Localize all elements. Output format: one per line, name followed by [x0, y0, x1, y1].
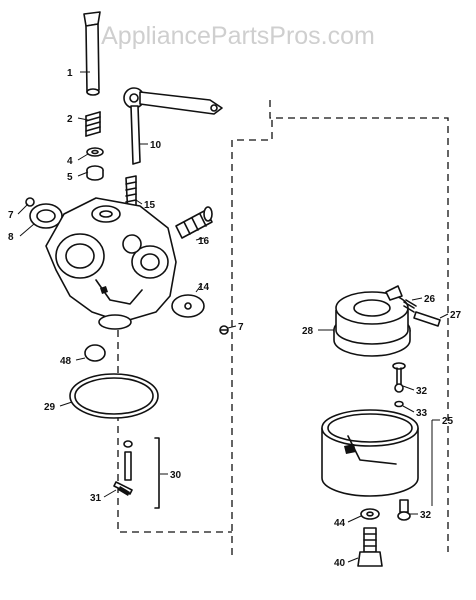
part-4-washer: [86, 147, 104, 157]
callout-32-upper: 32: [416, 386, 428, 397]
part-7-screw-lower: [219, 325, 229, 335]
callout-7-upper: 7: [8, 210, 14, 221]
watermark-text: AppliancePartsPros.com: [101, 22, 375, 50]
callout-28: 28: [302, 326, 314, 337]
part-32-washer-upper: [392, 362, 406, 393]
part-1-throttle-rod: [83, 11, 101, 96]
callout-31: 31: [90, 493, 102, 504]
part-14-choke-plate: [171, 294, 205, 318]
part-44-gasket-washer: [360, 508, 380, 520]
callout-8: 8: [8, 232, 14, 243]
callout-10: 10: [150, 140, 162, 151]
callout-27: 27: [450, 310, 462, 321]
callout-30: 30: [170, 470, 182, 481]
callout-48: 48: [60, 356, 72, 367]
callout-5: 5: [67, 172, 73, 183]
callout-32-lower: 32: [420, 510, 432, 521]
part-16-fitting: [175, 206, 213, 239]
leader-lines: [17, 71, 449, 563]
callout-14: 14: [198, 282, 210, 293]
part-29-gasket: [69, 373, 159, 419]
part-28-collar: [333, 285, 411, 357]
part-27-rod: [413, 311, 441, 327]
part-32-screw-lower: [397, 499, 411, 521]
part-30-needle-valve: [123, 437, 160, 509]
part-2-spring: [85, 111, 101, 137]
callout-33: 33: [416, 408, 428, 419]
part-31-clip: [113, 481, 133, 496]
part-48-plug: [84, 344, 106, 362]
callout-7-lower: 7: [238, 322, 244, 333]
callout-26: 26: [424, 294, 436, 305]
part-8-plate: [29, 203, 63, 229]
part-26-pin: [403, 299, 417, 313]
callout-15: 15: [144, 200, 156, 211]
callout-16: 16: [198, 236, 210, 247]
callout-2: 2: [67, 114, 73, 125]
callout-4: 4: [67, 156, 73, 167]
assembly-dashed-lines: [117, 100, 449, 560]
callout-labels: 1 2 4 5 7 8 10 15 16 14 7 48 29 30 31 26…: [8, 68, 462, 569]
part-25-float-bowl: [321, 409, 419, 497]
part-5-seal: [86, 165, 104, 181]
part-10-throttle-lever: [123, 87, 223, 165]
callout-1: 1: [67, 68, 73, 79]
carburetor-body: [45, 197, 177, 330]
callout-29: 29: [44, 402, 56, 413]
callout-25: 25: [442, 416, 454, 427]
callout-40: 40: [334, 558, 346, 569]
part-40-bowl-nut: [357, 527, 383, 567]
part-33-seat: [394, 400, 404, 408]
callout-44: 44: [334, 518, 346, 529]
